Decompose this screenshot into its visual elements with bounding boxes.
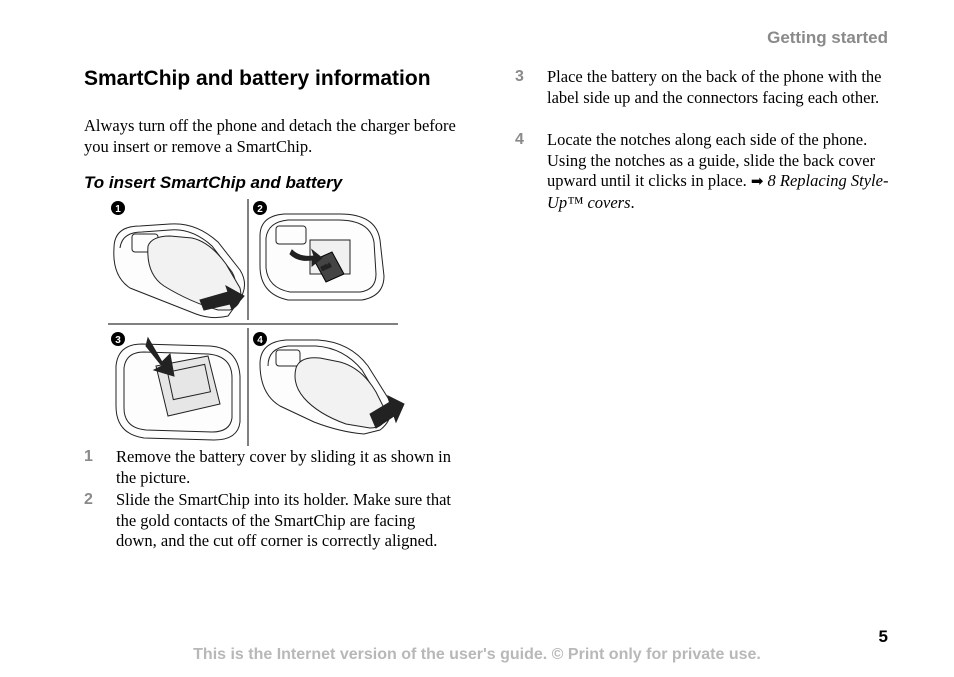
step-2-text: Slide the SmartChip into its holder. Mak… [116, 490, 452, 551]
section-header: Getting started [767, 28, 888, 47]
page-number: 5 [878, 627, 888, 646]
step-4-text: Locate the notches along each side of th… [547, 130, 890, 214]
arrow-right-icon: ➡ [750, 174, 764, 191]
step-4-body: Locate the notches along each side of th… [547, 130, 876, 191]
step-marker-2-label: 2 [257, 204, 263, 215]
sim-card-label: SIM [320, 263, 332, 273]
panel-1-remove-cover [113, 223, 245, 319]
step-marker-2: 2 [253, 201, 267, 215]
step-marker-4-label: 4 [257, 335, 263, 346]
step-marker-4: 4 [253, 332, 267, 346]
step-3-text: Place the battery on the back of the pho… [547, 67, 882, 107]
step-marker-3-label: 3 [115, 335, 121, 346]
step-3-number: 3 [515, 68, 524, 85]
step-1-text: Remove the battery cover by sliding it a… [116, 447, 451, 487]
subheading: To insert SmartChip and battery [84, 173, 343, 192]
step-marker-1-label: 1 [115, 204, 121, 215]
step-2-number: 2 [84, 491, 93, 508]
step-4: 4 Locate the notches along each side of … [515, 130, 890, 214]
step-1-number: 1 [84, 448, 93, 465]
step-4-number: 4 [515, 131, 524, 148]
assembly-illustration: 1 2 3 4 SIM [108, 199, 405, 446]
page-title: SmartChip and battery information [84, 67, 431, 90]
panel-3-insert-battery [115, 336, 241, 441]
panel-2-insert-smartchip: SIM [259, 213, 385, 301]
step-2: 2 Slide the SmartChip into its holder. M… [84, 490, 459, 552]
sim-card: SIM [313, 251, 345, 283]
panel-4-attach-cover [259, 339, 405, 435]
step-3: 3 Place the battery on the back of the p… [515, 67, 890, 108]
step-4-end: . [630, 193, 635, 213]
intro-paragraph: Always turn off the phone and detach the… [84, 116, 456, 156]
step-marker-1: 1 [111, 201, 125, 215]
cross-reference-link[interactable]: 8 Replacing Style-Up™ covers [547, 171, 889, 213]
step-marker-3: 3 [111, 332, 125, 346]
footer-notice: This is the Internet version of the user… [193, 646, 761, 663]
step-1: 1 Remove the battery cover by sliding it… [84, 447, 459, 488]
